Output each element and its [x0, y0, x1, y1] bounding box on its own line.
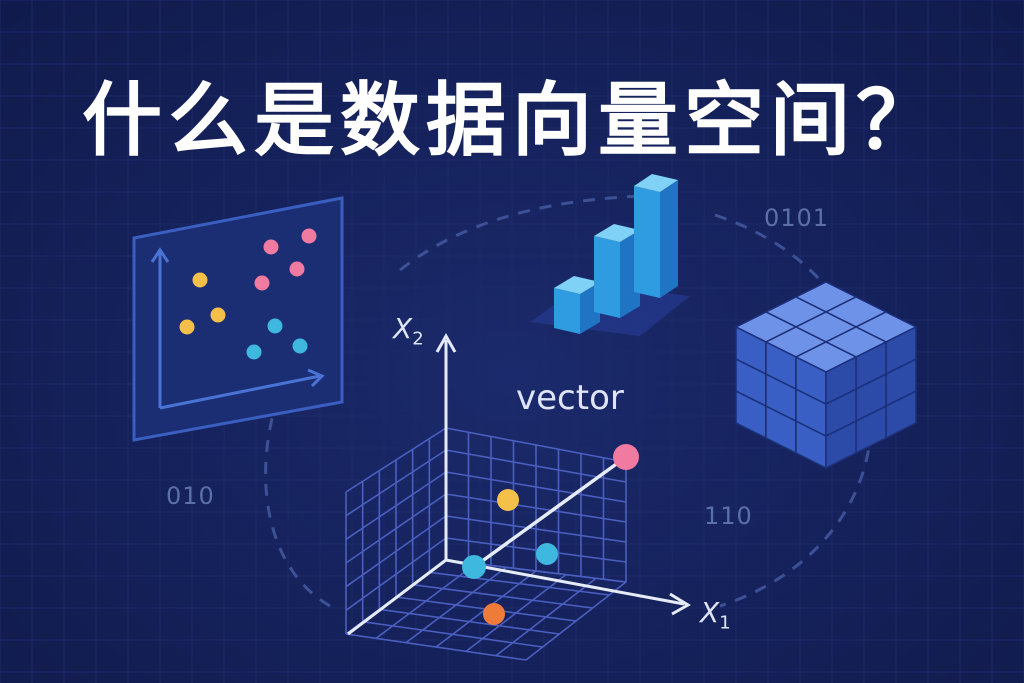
grid-line: [345, 427, 447, 493]
binary-tag-top-right: 0101: [764, 204, 830, 232]
grid-line: [445, 537, 627, 563]
grid-line: [445, 493, 627, 523]
scatter-point: [292, 338, 308, 354]
bar-3d: [634, 174, 678, 298]
small-cube: [794, 341, 858, 406]
axis-x2-arrow: [435, 332, 457, 353]
scatter-point: [263, 239, 279, 255]
scatter-point: [267, 318, 283, 334]
grid-line: [412, 583, 593, 609]
scatter-point: [246, 344, 262, 360]
data-point-orange: [483, 603, 505, 625]
axis-x3: [347, 558, 447, 636]
data-point-yellow: [497, 489, 519, 511]
scatter-point: [210, 307, 226, 323]
grid-line: [495, 577, 597, 657]
vector-line: [472, 455, 628, 569]
grid-line: [445, 427, 627, 463]
scatter-point: [254, 275, 270, 291]
grid-line: [445, 515, 627, 543]
scatter-x-axis: [159, 374, 321, 410]
grid-line: [345, 449, 447, 517]
origin-point: [462, 555, 486, 579]
axis-label-x2: X2: [393, 312, 424, 350]
scatter-point: [301, 228, 317, 244]
binary-tag-left: 010: [166, 482, 215, 510]
scatter-point: [179, 319, 195, 335]
grid-line: [429, 571, 610, 596]
scatter-point: [192, 272, 208, 288]
grid-line: [445, 471, 627, 503]
binary-tag-right: 110: [704, 502, 753, 530]
scatter-point: [289, 261, 305, 277]
vector-endpoint-point: [613, 444, 639, 470]
data-point-cyan: [536, 543, 558, 565]
grid-line: [525, 581, 627, 661]
axis-x1-arrow: [669, 592, 691, 616]
vector-label: vector: [516, 378, 624, 418]
axis-label-x1: X1: [700, 596, 731, 634]
page-title: 什么是数据向量空间？: [82, 74, 942, 167]
